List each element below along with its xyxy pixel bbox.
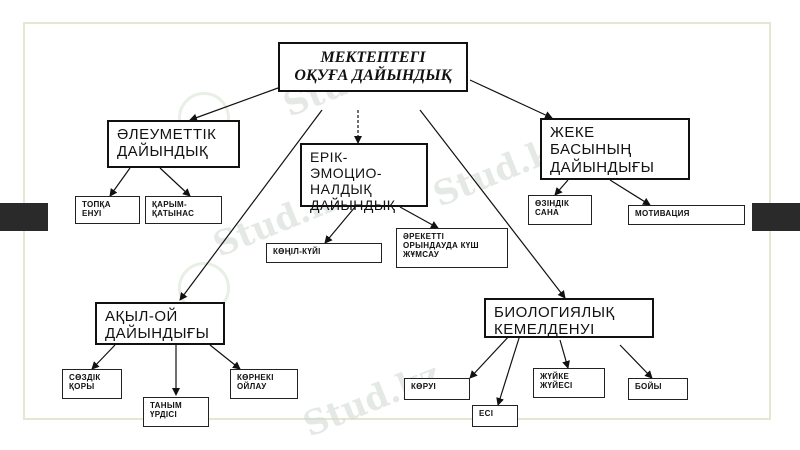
node-bio-height-label: БОЙЫ xyxy=(635,382,662,391)
node-bio-label: БИОЛОГИЯЛЫҚ КЕМЕЛДЕНУІ xyxy=(494,304,615,339)
edge-bio-height xyxy=(619,344,653,379)
node-bio: БИОЛОГИЯЛЫҚ КЕМЕЛДЕНУІ xyxy=(484,298,654,338)
node-bio-vision: КӨРУІ xyxy=(404,378,470,400)
node-root-label: МЕКТЕПТЕГІ ОҚУҒА ДАЙЫНДЫҚ xyxy=(294,49,452,85)
node-bio-memory: ЕСІ xyxy=(472,405,518,427)
edge-bio-memory xyxy=(496,334,521,406)
node-mental-visual-label: КӨРНЕКІ ОЙЛАУ xyxy=(237,373,274,392)
node-personal-motivation-label: МОТИВАЦИЯ xyxy=(635,209,690,218)
edge-will-mood xyxy=(324,206,356,244)
node-social-relation: ҚАРЫМ- ҚАТЫНАС xyxy=(145,196,222,224)
node-mental: АҚЫЛ-ОЙ ДАЙЫНДЫҒЫ xyxy=(95,302,225,345)
node-mental-cognition: ТАНЫМ ҮРДІСІ xyxy=(143,397,209,427)
edge-personal-motivation xyxy=(609,179,651,206)
node-bio-height: БОЙЫ xyxy=(628,378,688,400)
node-mental-vocab: СӨЗДІК ҚОРЫ xyxy=(62,369,122,399)
edge-bio-nerve xyxy=(559,339,570,369)
node-bio-nerve: ЖҮЙКЕ ЖҮЙЕСІ xyxy=(533,368,605,398)
edge-bio-vision xyxy=(469,334,511,379)
node-mental-label: АҚЫЛ-ОЙ ДАЙЫНДЫҒЫ xyxy=(105,308,210,343)
node-will-effort: ӘРЕКЕТТІ ОРЫНДАУДА КҮШ ЖҰМСАУ xyxy=(396,228,508,268)
right-side-bar xyxy=(752,203,800,231)
node-social-label: ӘЛЕУМЕТТІК ДАЙЫНДЫҚ xyxy=(117,126,217,161)
node-mental-cognition-label: ТАНЫМ ҮРДІСІ xyxy=(150,401,182,420)
node-root: МЕКТЕПТЕГІ ОҚУҒА ДАЙЫНДЫҚ xyxy=(278,42,468,92)
node-personal-self: ӨЗІНДІК САНА xyxy=(528,195,592,225)
edge-root-mental xyxy=(179,109,323,301)
node-personal-motivation: МОТИВАЦИЯ xyxy=(628,205,745,225)
edge-mental-vocab xyxy=(91,344,116,370)
left-side-bar xyxy=(0,203,48,231)
node-social-peer-label: ТОПҚА ЕНУІ xyxy=(82,200,111,219)
edge-will-effort xyxy=(399,206,439,229)
edge-social-peer xyxy=(109,167,131,197)
node-mental-visual: КӨРНЕКІ ОЙЛАУ xyxy=(230,369,298,399)
node-bio-memory-label: ЕСІ xyxy=(479,409,494,418)
edge-mental-visual xyxy=(209,344,241,370)
node-will-mood: КӨҢІЛ-КҮЙІ xyxy=(266,243,382,263)
node-will-effort-label: ӘРЕКЕТТІ ОРЫНДАУДА КҮШ ЖҰМСАУ xyxy=(403,232,479,260)
node-mental-vocab-label: СӨЗДІК ҚОРЫ xyxy=(69,373,101,392)
edge-root-social xyxy=(189,87,279,122)
node-personal-self-label: ӨЗІНДІК САНА xyxy=(535,199,570,218)
edge-root-bio xyxy=(419,109,566,299)
node-bio-nerve-label: ЖҮЙКЕ ЖҮЙЕСІ xyxy=(540,372,573,391)
node-will: ЕРІК-ЭМОЦИО- НАЛДЫҚ ДАЙЫНДЫҚ xyxy=(300,143,428,213)
node-personal-label: ЖЕКЕ БАСЫНЫҢ ДАЙЫНДЫҒЫ xyxy=(550,124,655,176)
node-will-label: ЕРІК-ЭМОЦИО- НАЛДЫҚ ДАЙЫНДЫҚ xyxy=(310,149,396,214)
edge-social-relation xyxy=(159,167,191,197)
node-will-mood-label: КӨҢІЛ-КҮЙІ xyxy=(273,247,321,256)
node-social-peer: ТОПҚА ЕНУІ xyxy=(75,196,140,224)
edge-root-personal xyxy=(469,79,553,119)
edge-personal-self xyxy=(554,179,569,196)
node-personal: ЖЕКЕ БАСЫНЫҢ ДАЙЫНДЫҒЫ xyxy=(540,118,690,180)
node-social: ӘЛЕУМЕТТІК ДАЙЫНДЫҚ xyxy=(107,120,240,168)
node-social-relation-label: ҚАРЫМ- ҚАТЫНАС xyxy=(152,200,195,219)
node-bio-vision-label: КӨРУІ xyxy=(411,382,437,391)
